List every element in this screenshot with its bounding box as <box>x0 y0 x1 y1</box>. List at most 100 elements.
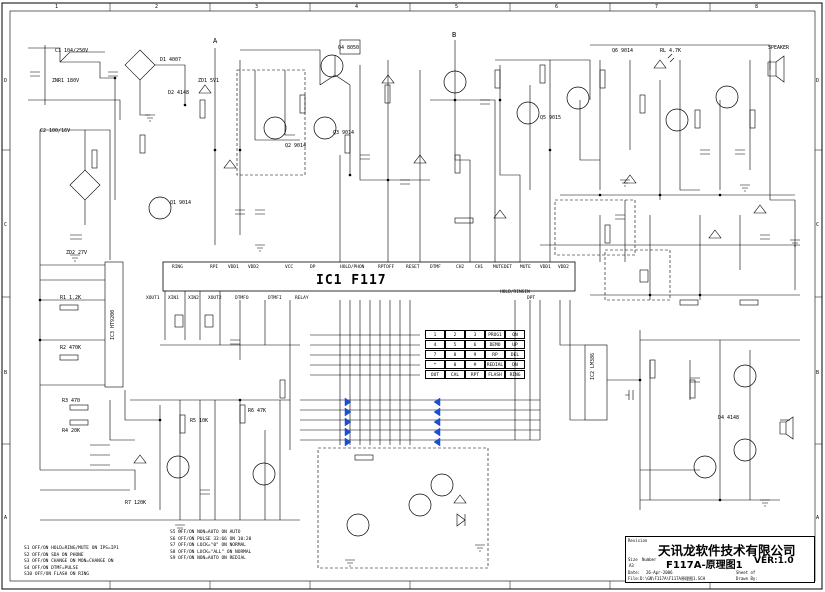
component-label: ZD2 27V <box>66 250 88 256</box>
key-rpt: RPT <box>465 370 485 379</box>
grid-row-a-right: A <box>816 515 820 521</box>
component-label: RL 4.7K <box>660 48 682 54</box>
ic1-label: IC1 F117 <box>316 273 387 288</box>
key-prog: PROG1 <box>485 330 505 339</box>
grid-col-7: 7 <box>655 4 659 10</box>
title-label: Revision <box>628 538 648 543</box>
size-label: Size <box>628 557 638 562</box>
switch-legend-col2: S5 OFF/ON NON=AUTO ON AUTO S6 OFF/ON PUL… <box>170 530 251 563</box>
company-name: 天讯龙软件技术有限公司 <box>658 543 796 558</box>
key-4: 4 <box>425 340 445 349</box>
key-ring: RING <box>505 370 525 379</box>
ic-pin-top: CH2 <box>456 265 465 270</box>
grid-ticks <box>2 3 822 589</box>
file-label: File: <box>628 576 641 581</box>
ic-pin-top: VDD1 <box>228 265 239 270</box>
key-2: 2 <box>445 330 465 339</box>
component-label: C1 104/250V <box>55 48 89 54</box>
ic-pin-top: RESET <box>406 265 420 270</box>
ic-pin-top: RPTOFF <box>378 265 395 270</box>
legend-line: S5 OFF/ON NON=AUTO ON AUTO <box>170 530 241 535</box>
dashed-regions <box>236 69 671 569</box>
component-label: D1 4007 <box>160 57 182 63</box>
ic-pin-top: DP <box>310 265 316 270</box>
ic-pin-bottom: XOUT1 <box>146 296 160 301</box>
ic-pin-bottom: RELAY <box>295 296 309 301</box>
component-label: SPEAKER <box>768 45 790 51</box>
grid-col-6: 6 <box>555 4 559 10</box>
key-6: 6 <box>465 340 485 349</box>
grid-row-c: C <box>4 222 8 228</box>
net-label-a: A <box>213 37 218 45</box>
resistor-label: R6 47K <box>248 408 267 414</box>
key-redial: REDIAL <box>485 360 505 369</box>
ic1-body <box>162 261 576 292</box>
key-demo: DEMO <box>485 340 505 349</box>
ic-pin-top: VDD2 <box>558 265 569 270</box>
legend-line: S2 OFF/ON SDA ON PHONE <box>24 552 84 558</box>
ic-pin-top: VDD1 <box>540 265 551 270</box>
transistor-symbols <box>148 54 757 537</box>
component-label: C2 100/16V <box>40 128 71 134</box>
legend-line: S6 OFF/ON PULSE 33:66 ON 10:20 <box>170 536 252 542</box>
component-label: D4 4148 <box>718 415 740 421</box>
component-label: Q1 9014 <box>170 200 192 206</box>
ic-pin-top: HOLD/PHON <box>340 265 365 270</box>
ic-pin-bottom: XIN2 <box>188 296 199 301</box>
grid-col-3: 3 <box>255 4 259 10</box>
ic-pin-top: DTMF <box>430 265 441 270</box>
legend-line: S3 OFF/ON CHANGE ON MON=CHANGE ON <box>24 559 114 565</box>
component-label: Q5 9015 <box>540 115 562 121</box>
key-7: 7 <box>425 350 445 359</box>
ic-pin-top: MUTEDET <box>493 265 512 270</box>
ic-pin-bottom: DPT <box>527 296 536 301</box>
grid-row-b: B <box>4 370 8 376</box>
key-dn: DN <box>505 360 525 369</box>
ic-pin-bottom: XOUT2 <box>208 296 222 301</box>
component-label: ZNR1 180V <box>52 78 80 84</box>
key-cal: CAL <box>445 370 465 379</box>
legend-line: S10 OFF/ON FLASH ON RING <box>24 572 90 578</box>
key-up: UP <box>505 340 525 349</box>
key-on: ON <box>505 330 525 339</box>
ic-pin-top: VDD2 <box>248 265 259 270</box>
key-3: 3 <box>465 330 485 339</box>
key-1: 1 <box>425 330 445 339</box>
key-8: 8 <box>445 350 465 359</box>
size-value: A3 <box>629 563 634 568</box>
key-flash: FLASH <box>485 370 505 379</box>
component-label: ZD1 5V1 <box>198 78 220 84</box>
legend-line: S7 OFF/ON LOCK="0" ON NORMAL <box>170 543 246 549</box>
resistor-label: R1 1.2K <box>60 295 82 301</box>
file-value: D:\GN\F117A\F117A原理图1.SCH <box>640 576 705 581</box>
resistor-label: R2 470K <box>60 345 82 351</box>
resistor-label: R4 20K <box>62 428 81 434</box>
legend-line: S4 OFF/ON DTMF=PULSE <box>24 565 79 571</box>
date-label: Date: <box>628 570 641 575</box>
grid-row-b-right: B <box>816 370 820 376</box>
switch-legend-col1: S1 OFF/ON HOLD=RING/MUTE ON IPS=IP1 S2 O… <box>24 546 119 579</box>
grid-col-5: 5 <box>455 4 459 10</box>
grid-row-d: D <box>4 78 8 84</box>
grid-col-2: 2 <box>155 4 159 10</box>
inner-frame <box>9 10 816 582</box>
grid-row-a: A <box>4 515 8 521</box>
legend-line: S9 OFF/ON NON=AUTO ON REDIAL <box>170 556 246 562</box>
ic-pin-bottom: DTMFI <box>268 296 282 301</box>
key-5: 5 <box>445 340 465 349</box>
title-block: Revision 天讯龙软件技术有限公司 Size A3 Number F117… <box>625 536 815 583</box>
version-label: VER:1.0 <box>754 556 794 566</box>
number-label: Number <box>642 557 657 562</box>
component-label: D2 4148 <box>168 90 190 96</box>
key-del: DEL <box>505 350 525 359</box>
drawn-label: Drawn By: <box>736 576 758 581</box>
grid-col-1: 1 <box>55 4 59 10</box>
ic-pin-bottom: XIN1 <box>168 296 179 301</box>
grid-col-8: 8 <box>755 4 759 10</box>
key-0: 0 <box>445 360 465 369</box>
component-label: Q2 9014 <box>285 143 307 149</box>
passive-symbols <box>30 39 800 567</box>
key-rp: RP <box>485 350 505 359</box>
